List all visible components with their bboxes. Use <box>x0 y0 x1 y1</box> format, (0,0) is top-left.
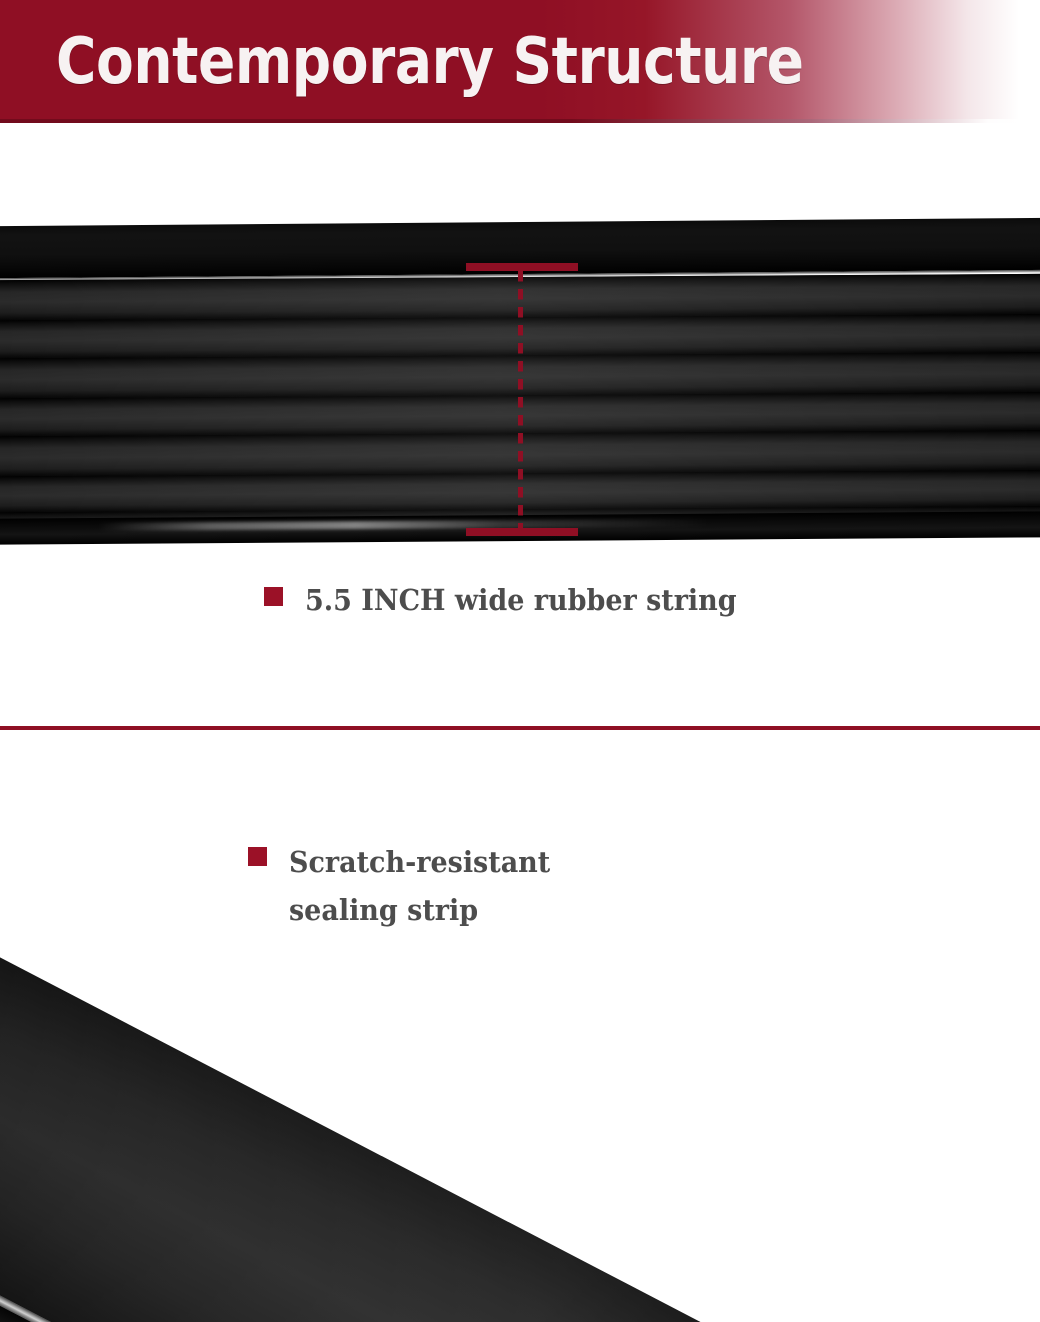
section-divider <box>0 726 1040 730</box>
page-title: Contemporary Structure <box>56 25 804 99</box>
measure-dashed-line <box>518 271 523 529</box>
header-banner: Contemporary Structure <box>0 0 1040 123</box>
measure-cap-bottom <box>466 528 578 536</box>
running-board-angled-view-photo <box>0 730 1040 1322</box>
measure-cap-top <box>466 263 578 271</box>
running-board-top-view-photo <box>0 215 1040 545</box>
caption-label: Scratch-resistant sealing strip <box>289 845 551 927</box>
red-square-bullet-icon <box>248 847 267 866</box>
caption-rubber-string: 5.5 INCH wide rubber string <box>264 578 769 622</box>
red-square-bullet-icon <box>264 587 283 606</box>
caption-label: 5.5 INCH wide rubber string <box>305 583 737 617</box>
caption-sealing-strip: Scratch-resistant sealing strip <box>248 838 570 934</box>
